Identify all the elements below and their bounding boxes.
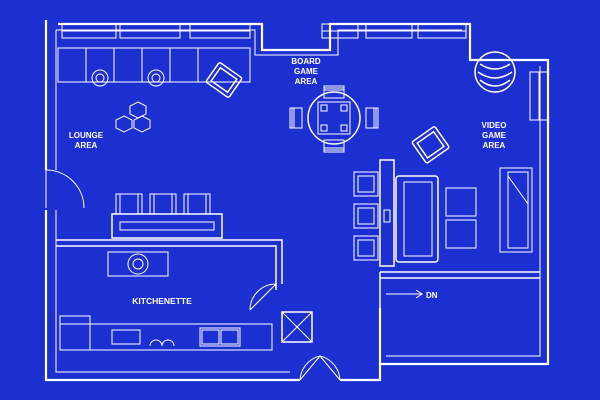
board-label-line3: AREA xyxy=(295,77,318,86)
tv-console xyxy=(499,167,533,253)
video-label-line3: AREA xyxy=(483,141,506,150)
kitchen-counter xyxy=(59,315,273,351)
partition-walls xyxy=(56,239,540,356)
video-armchair xyxy=(411,126,450,164)
lounge-label-line2: AREA xyxy=(75,141,98,150)
coffee-tables xyxy=(445,187,477,249)
stair-down-label: DN xyxy=(426,291,438,300)
sofa xyxy=(395,175,439,263)
kitchen-bar-counter xyxy=(111,213,223,239)
lounge-door xyxy=(45,169,85,209)
board-label-line2: GAME xyxy=(294,67,319,76)
board-game-table xyxy=(307,91,361,145)
window-right xyxy=(529,71,549,121)
video-label-line2: GAME xyxy=(482,131,507,140)
bar-stools-right xyxy=(353,171,379,261)
kitchen-bar-stool-bottom xyxy=(107,251,169,277)
stair-down-arrow xyxy=(386,289,423,299)
elevator-shaft xyxy=(281,311,313,343)
interior-wall-lines xyxy=(55,29,541,373)
kitchenette-door xyxy=(249,283,277,311)
kitchenette-label: KITCHENETTE xyxy=(132,296,192,306)
exterior-walls xyxy=(44,20,550,382)
lounge-stools xyxy=(91,69,165,87)
board-game-chairs xyxy=(289,85,379,153)
round-object-icon xyxy=(474,51,516,93)
lounge-counter xyxy=(57,47,251,83)
lounge-armchair xyxy=(205,62,243,98)
board-label-line1: BOARD xyxy=(291,57,321,66)
lounge-label-line1: LOUNGE xyxy=(69,131,104,140)
hexagon-ottomans xyxy=(115,101,151,133)
video-label-line1: VIDEO xyxy=(482,121,507,130)
windows-top xyxy=(61,23,467,39)
core-doors xyxy=(299,355,341,381)
kitchen-bar-stools-top xyxy=(115,193,211,215)
bar-counter-right xyxy=(379,159,395,267)
